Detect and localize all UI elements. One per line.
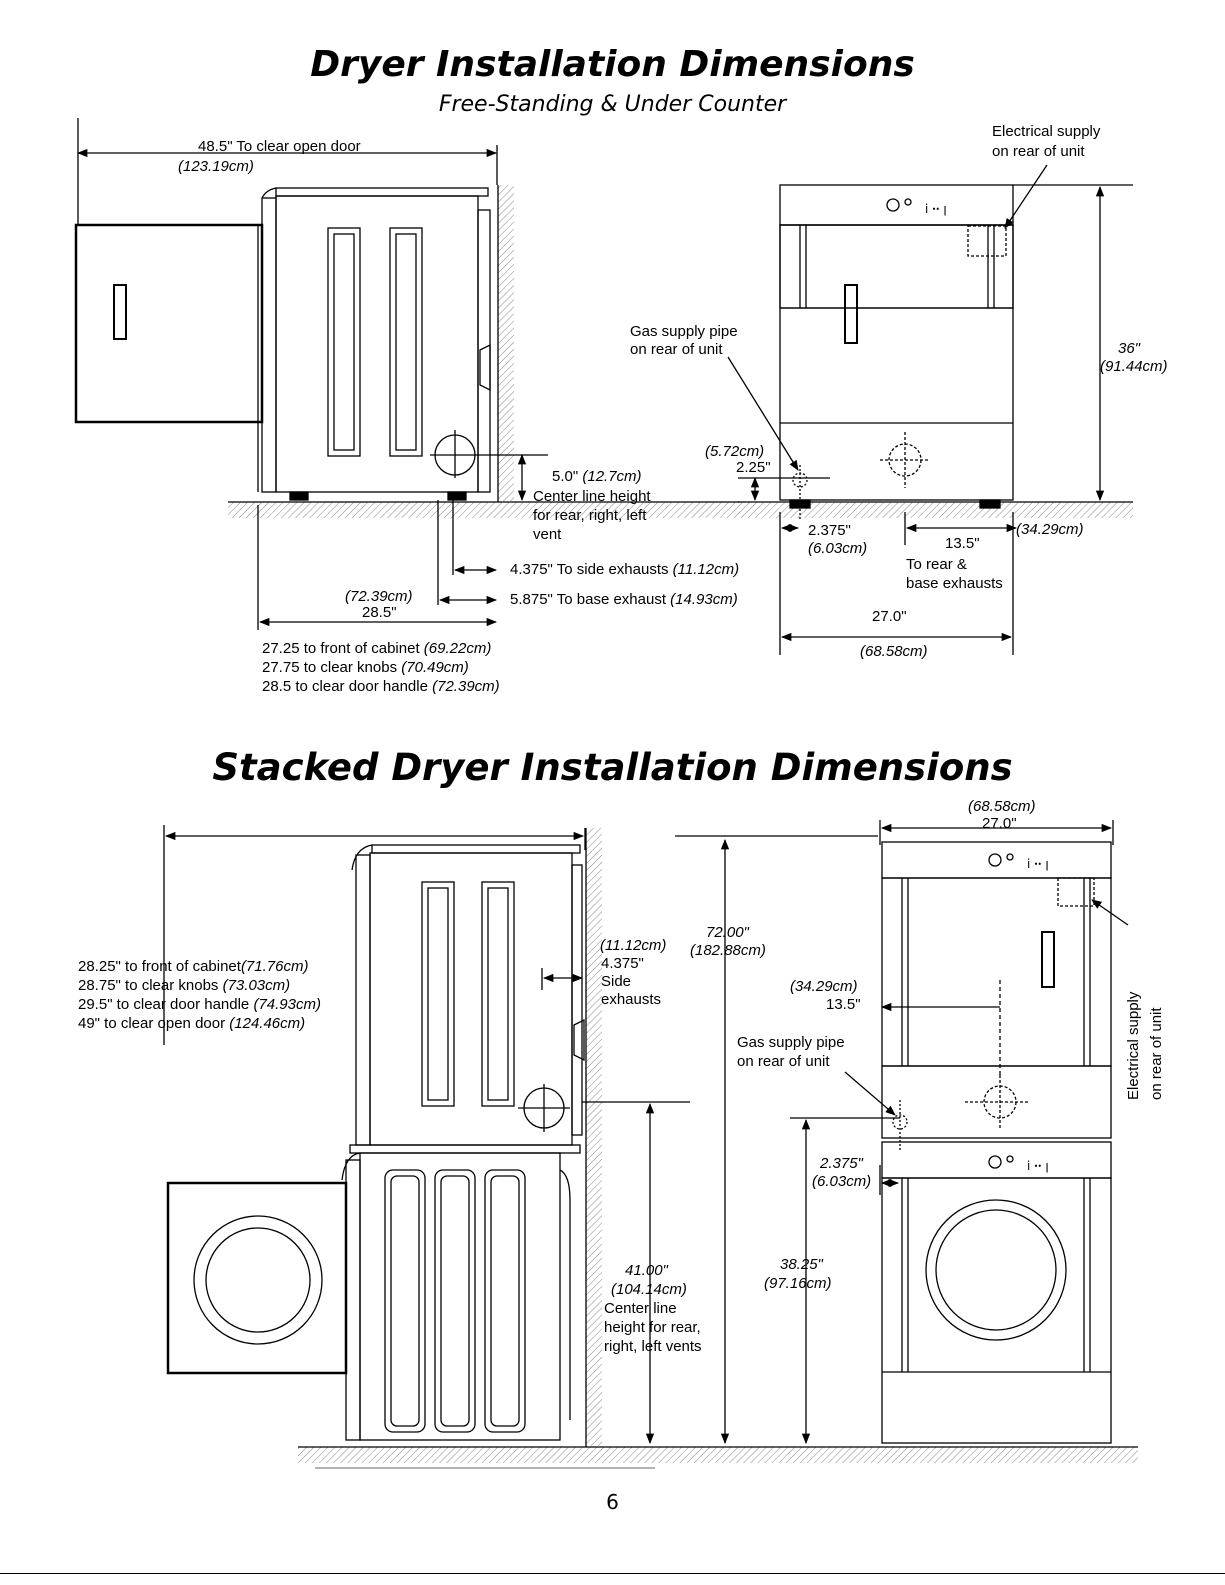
page-number: 6	[606, 1490, 619, 1514]
gas-label-1: Gas supply pipe	[630, 323, 738, 340]
center-height-text-1: Center line height	[533, 488, 651, 505]
stacked-center-text-1: Center line	[604, 1300, 677, 1317]
stacked-gas-height-cm: (97.16cm)	[764, 1275, 832, 1292]
side-exhaust-label: 4.375" To side exhausts (11.12cm)	[510, 561, 740, 578]
washer-open-door	[166, 1181, 348, 1375]
rear-cm: (34.29cm)	[1016, 521, 1084, 538]
rear-text-2: base exhausts	[906, 575, 1003, 592]
svg-text:i ꞏꞏ ꞁ: i ꞏꞏ ꞁ	[925, 202, 947, 216]
base-exhaust-label: 5.875" To base exhaust (14.93cm)	[510, 591, 738, 608]
svg-text:i ꞏꞏ ꞁ: i ꞏꞏ ꞁ	[1027, 1159, 1049, 1173]
stacked-list-item: 28.75" to clear knobs (73.03cm)	[78, 977, 291, 994]
bottom-rule	[0, 1573, 1225, 1574]
stacked-side-in: 4.375"	[601, 955, 644, 972]
depth-cm: (72.39cm)	[345, 588, 413, 605]
stacked-washer	[359, 1152, 561, 1441]
center-height-text-3: vent	[533, 526, 562, 543]
depth-list-item: 27.25 to front of cabinet (69.22cm)	[262, 640, 492, 657]
stacked-title: Stacked Dryer Installation Dimensions	[212, 746, 1013, 789]
stacked-total-in: 72.00"	[706, 924, 749, 941]
front-panel	[261, 197, 277, 493]
gas-pointer	[727, 356, 799, 471]
depth-list-item: 28.5 to clear door handle (72.39cm)	[262, 678, 500, 695]
center-height-text-2: for rear, right, left	[533, 507, 647, 524]
top-side-view	[74, 118, 740, 630]
front-width-in: 27.0"	[872, 608, 907, 625]
stacked-width-in: 27.0"	[982, 815, 1017, 832]
svg-text:i ꞏꞏ ꞁ: i ꞏꞏ ꞁ	[1027, 857, 1049, 871]
stacked-center-text-3: right, left vents	[604, 1338, 702, 1355]
stacked-rear-in: 13.5"	[826, 996, 861, 1013]
stacked-dryer	[369, 852, 573, 1146]
electrical-label-2: on rear of unit	[992, 143, 1085, 160]
rear-in: 13.5"	[945, 535, 980, 552]
stacked-side-view	[163, 825, 1138, 1469]
cabinet-front	[779, 224, 1014, 501]
stacked-list-item: 29.5" to clear door handle (74.93cm)	[78, 996, 321, 1013]
open-door-in: 48.5" To clear open door	[198, 138, 361, 155]
open-door-cm: (123.19cm)	[178, 158, 254, 175]
stacked-side-cm: (11.12cm)	[600, 937, 667, 954]
stacked-gas-label-1: Gas supply pipe	[737, 1034, 845, 1051]
electrical-pointer	[1004, 164, 1048, 229]
stacked-center-cm: (104.14cm)	[611, 1281, 687, 1298]
stacked-side-text-2: exhausts	[601, 991, 662, 1008]
stacked-electrical-label-1: Electrical supply	[1125, 991, 1142, 1100]
stacked-center-text-2: height for rear,	[604, 1319, 701, 1336]
offset-cm: (6.03cm)	[808, 540, 868, 557]
stacked-offset-cm: (6.03cm)	[812, 1173, 872, 1190]
stacked-offset-in: 2.375"	[820, 1155, 863, 1172]
gas-height-in: 2.25"	[736, 459, 771, 476]
stacked-electrical-label-2: on rear of unit	[1148, 1007, 1165, 1100]
rear-text-1: To rear &	[906, 556, 967, 573]
stacked-width-cm: (68.58cm)	[968, 798, 1036, 815]
gas-height-cm: (5.72cm)	[705, 443, 765, 460]
front-width-cm: (68.58cm)	[860, 643, 928, 660]
gas-label-2: on rear of unit	[630, 341, 723, 358]
stacked-side-text-1: Side	[601, 973, 632, 990]
stacked-front-view: i ꞏꞏ ꞁ i ꞏꞏ ꞁ	[790, 820, 1129, 1445]
stacked-list-item: 28.25" to front of cabinet(71.76cm)	[78, 958, 309, 975]
stacked-washer-front	[881, 1177, 1112, 1444]
depth-list-item: 27.75 to clear knobs (70.49cm)	[262, 659, 469, 676]
depth-in: 28.5"	[362, 604, 397, 621]
electrical-label-1: Electrical supply	[992, 123, 1101, 140]
cabinet	[275, 195, 479, 493]
stacked-rear-cm: (34.29cm)	[790, 978, 858, 995]
wall-hatch	[498, 185, 514, 502]
stacked-list-item: 49" to clear open door (124.46cm)	[78, 1015, 306, 1032]
open-door	[74, 223, 264, 424]
front-height-cm: (91.44cm)	[1100, 358, 1168, 375]
subtitle: Free-Standing & Under Counter	[438, 92, 787, 117]
stacked-gas-label-2: on rear of unit	[737, 1053, 830, 1070]
stacked-center-in: 41.00"	[625, 1262, 668, 1279]
control-panel	[779, 184, 1014, 226]
front-height-in: 36"	[1118, 340, 1141, 357]
offset-in: 2.375"	[808, 522, 851, 539]
stacked-total-cm: (182.88cm)	[690, 942, 766, 959]
center-height-in: 5.0" (12.7cm)	[552, 468, 642, 485]
main-title: Dryer Installation Dimensions	[310, 44, 915, 85]
stacked-gas-height-in: 38.25"	[780, 1256, 823, 1273]
floor-hatch	[228, 502, 740, 518]
top-front-view: i ꞏꞏ ꞁ	[727, 164, 1133, 655]
